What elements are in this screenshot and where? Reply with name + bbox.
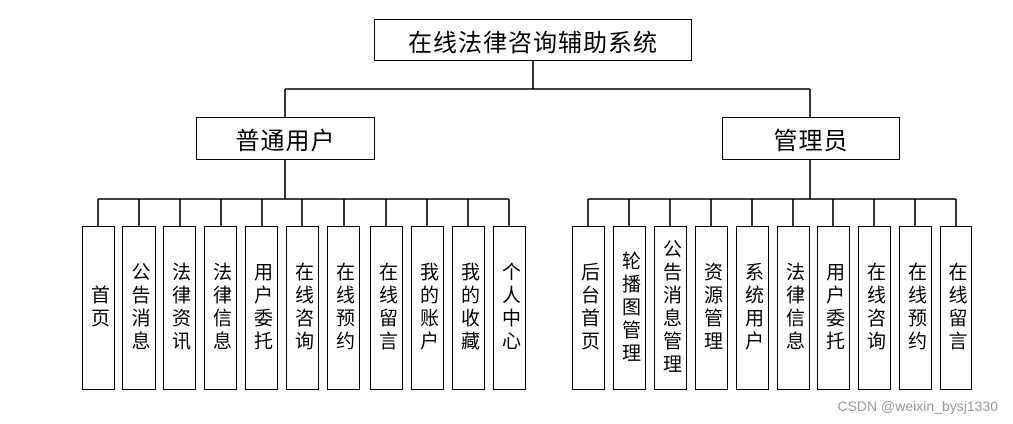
branch-node-admin: 管理员 xyxy=(722,117,900,160)
leaf-node: 在线留言 xyxy=(370,226,403,390)
leaf-node: 首页 xyxy=(82,226,115,390)
branch-node-regular-user: 普通用户 xyxy=(196,117,375,160)
leaf-label: 在线预约 xyxy=(333,262,355,354)
leaf-label: 我的收藏 xyxy=(458,262,480,354)
leaf-node: 后台首页 xyxy=(572,226,605,390)
leaf-label: 用户委托 xyxy=(823,262,845,354)
leaf-node: 法律信息 xyxy=(777,226,810,390)
leaf-node: 在线预约 xyxy=(327,226,360,390)
leaf-node: 系统用户 xyxy=(736,226,769,390)
leaf-node: 法律信息 xyxy=(204,226,237,390)
leaf-label: 个人中心 xyxy=(499,262,521,354)
leaf-label: 资源管理 xyxy=(701,262,723,354)
leaf-label: 公告消息管理 xyxy=(660,239,682,377)
branch-label-regular-user: 普通用户 xyxy=(235,127,336,155)
leaf-node: 轮播图管理 xyxy=(613,226,646,390)
leaf-label: 法律资讯 xyxy=(169,262,191,354)
branch-label-admin: 管理员 xyxy=(773,127,849,155)
root-node: 在线法律咨询辅助系统 xyxy=(374,19,692,61)
leaf-node: 在线留言 xyxy=(940,226,972,390)
leaf-node: 我的收藏 xyxy=(452,226,485,390)
leaf-label: 首页 xyxy=(88,285,110,331)
root-label: 在线法律咨询辅助系统 xyxy=(408,28,658,57)
leaf-label: 用户委托 xyxy=(251,262,273,354)
leaf-label: 在线咨询 xyxy=(292,262,314,354)
leaf-node: 用户委托 xyxy=(817,226,850,390)
leaf-label: 后台首页 xyxy=(578,262,600,354)
leaf-node: 在线咨询 xyxy=(858,226,891,390)
leaf-label: 法律信息 xyxy=(210,262,232,354)
leaf-node: 公告消息管理 xyxy=(654,226,687,390)
leaf-node: 我的账户 xyxy=(411,226,444,390)
leaf-label: 轮播图管理 xyxy=(619,250,641,366)
leaf-label: 系统用户 xyxy=(742,262,764,354)
leaf-node: 在线咨询 xyxy=(286,226,319,390)
leaf-label: 在线预约 xyxy=(905,262,927,354)
leaf-label: 法律信息 xyxy=(783,262,805,354)
leaf-label: 公告消息 xyxy=(128,262,151,354)
leaf-node: 用户委托 xyxy=(245,226,278,390)
leaf-label: 在线咨询 xyxy=(864,262,886,354)
leaf-node: 在线预约 xyxy=(899,226,932,390)
leaf-node: 公告消息 xyxy=(122,226,156,390)
leaf-label: 我的账户 xyxy=(417,262,439,354)
leaf-node: 个人中心 xyxy=(493,226,526,390)
watermark: CSDN @weixin_bysj1330 xyxy=(837,398,998,414)
leaf-node: 法律资讯 xyxy=(163,226,196,390)
leaf-label: 在线留言 xyxy=(376,262,398,354)
leaf-label: 在线留言 xyxy=(945,262,968,354)
leaf-node: 资源管理 xyxy=(695,226,728,390)
